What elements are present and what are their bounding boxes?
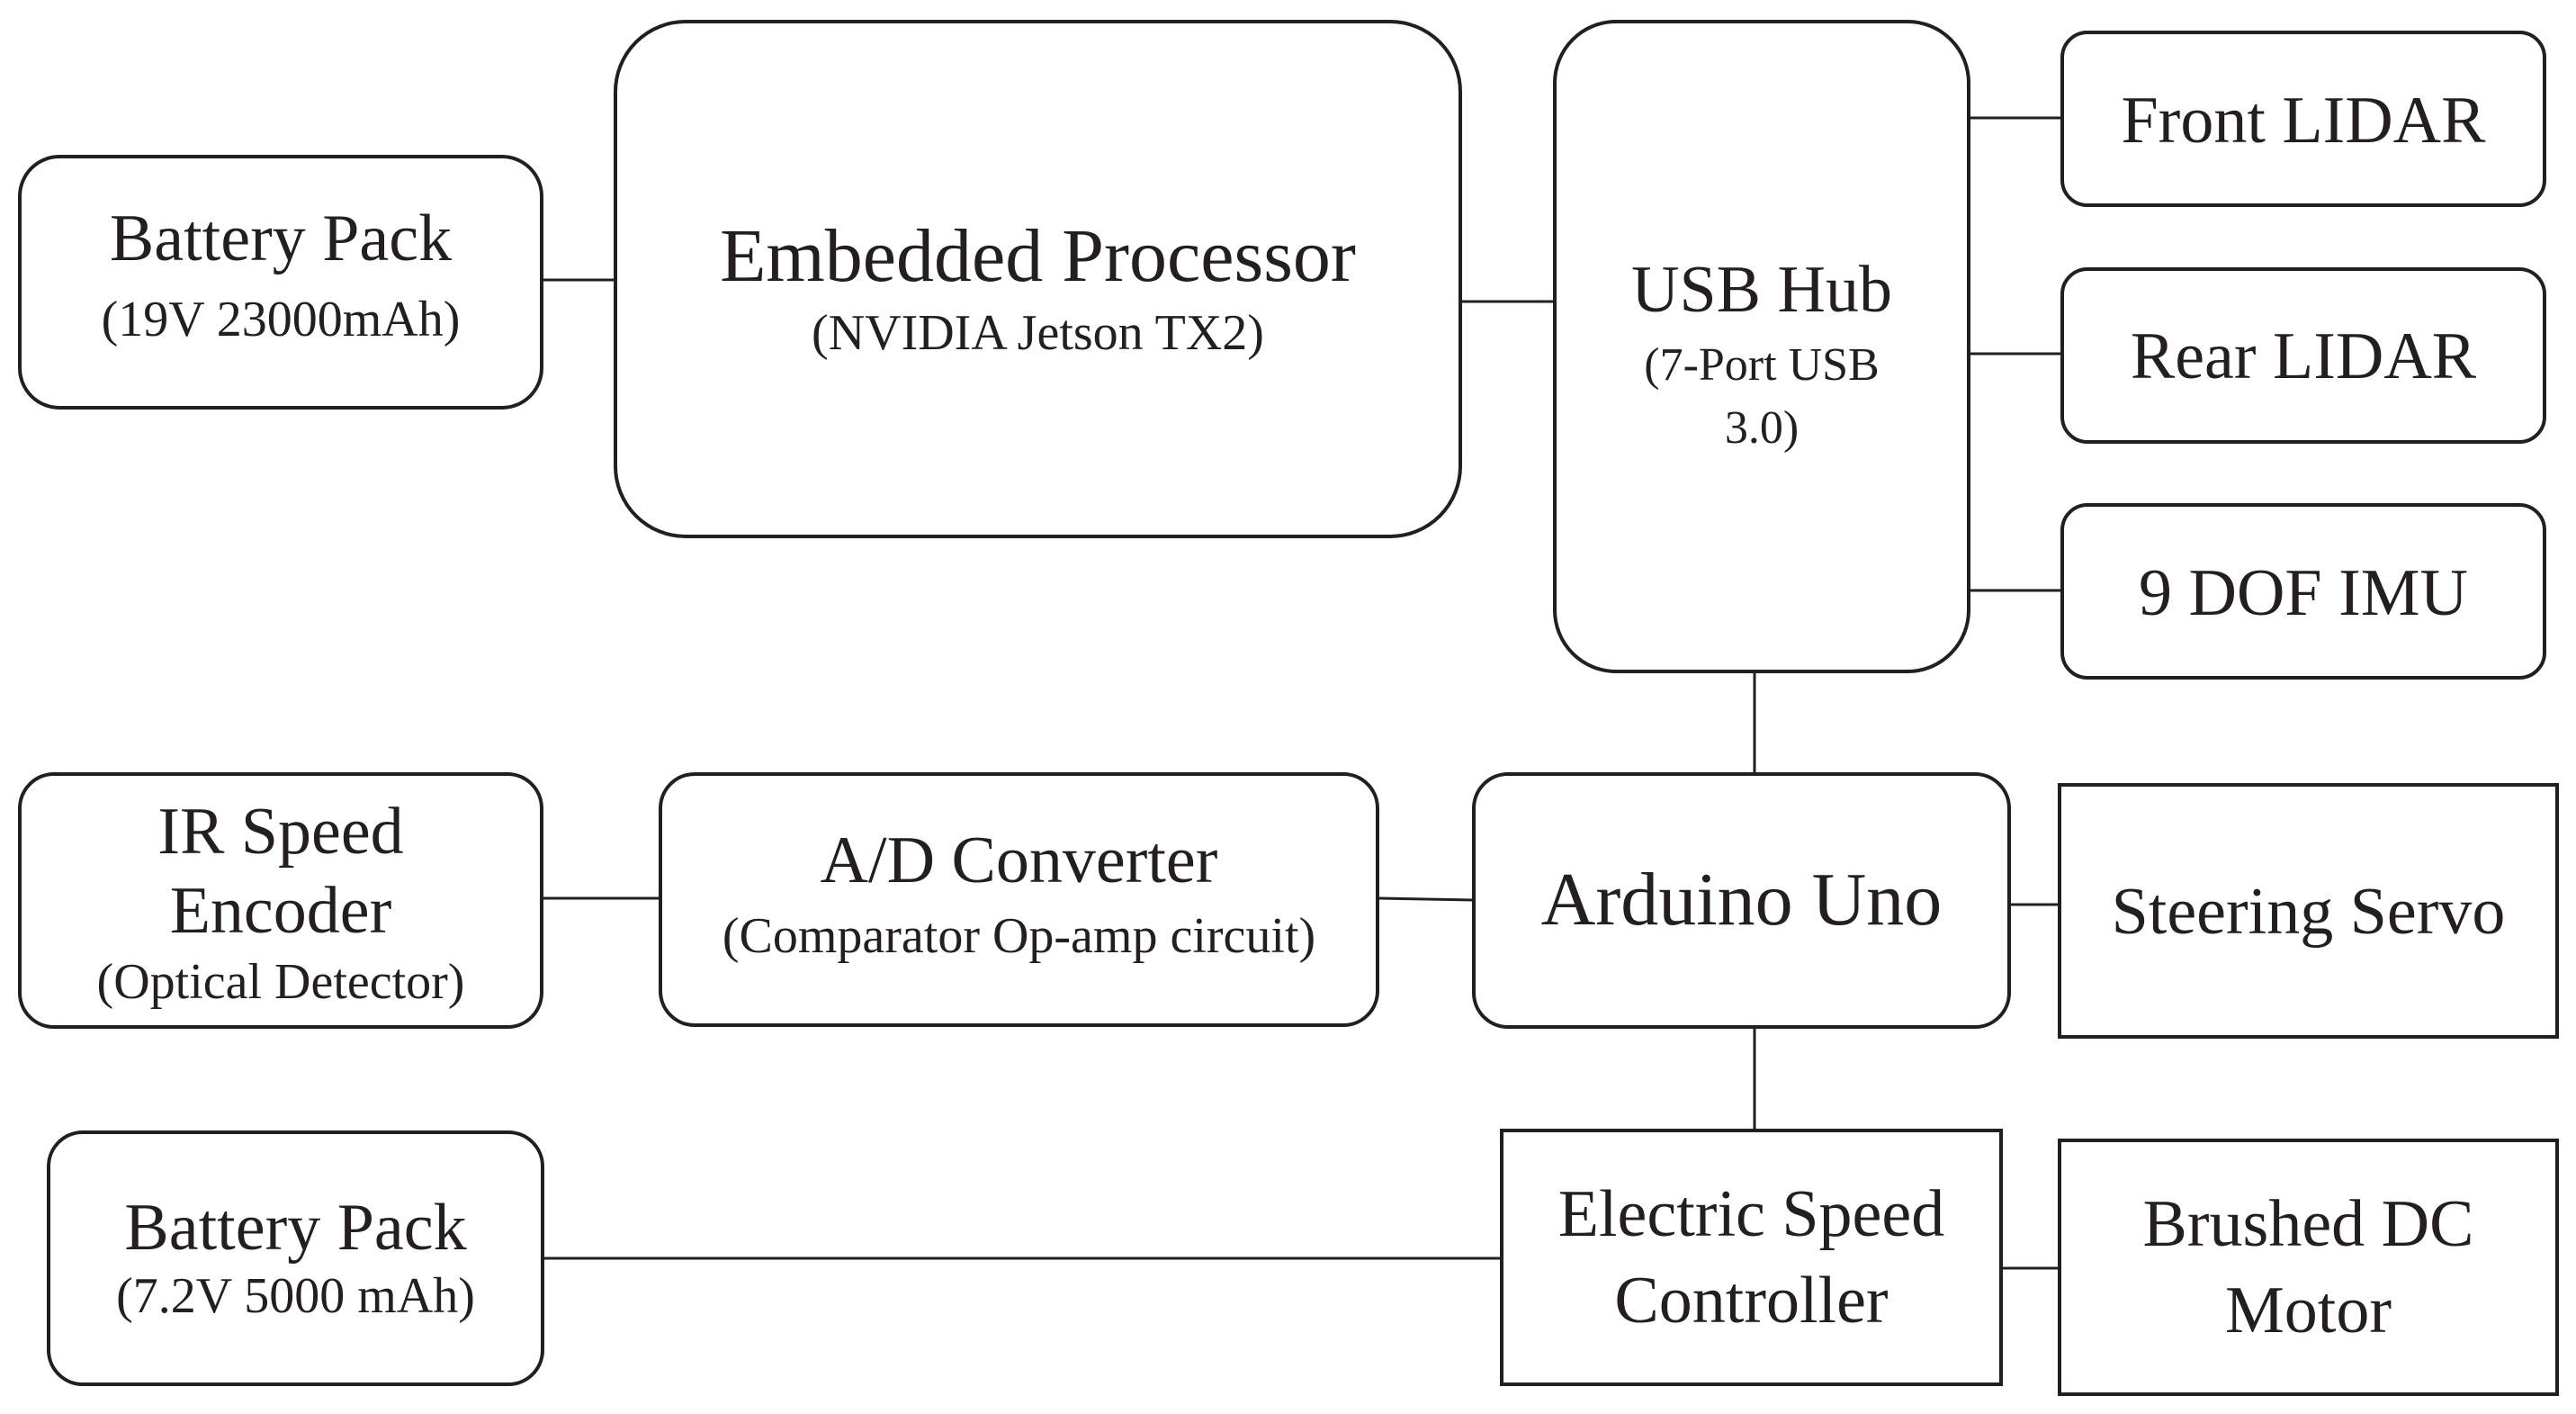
- steering-servo-block: Steering Servo: [2058, 783, 2559, 1039]
- brushed-dc-motor-block: Brushed DC Motor: [2058, 1139, 2559, 1396]
- battery-pack-main-block: Battery Pack (19V 23000mAh): [18, 155, 543, 410]
- ir-encoder-title-line1: IR Speed: [157, 795, 404, 869]
- embedded-processor-model: (NVIDIA Jetson TX2): [812, 305, 1264, 362]
- esc-title-line2: Controller: [1614, 1264, 1889, 1337]
- embedded-processor-block: Embedded Processor (NVIDIA Jetson TX2): [614, 20, 1462, 538]
- ir-speed-encoder-block: IR Speed Encoder (Optical Detector): [18, 772, 543, 1029]
- battery-pack-drive-block: Battery Pack (7.2V 5000 mAh): [47, 1130, 544, 1386]
- battery-pack-drive-title: Battery Pack: [124, 1190, 467, 1265]
- ir-encoder-detector: (Optical Detector): [96, 953, 465, 1010]
- embedded-processor-title: Embedded Processor: [720, 214, 1356, 298]
- ir-encoder-title-line2: Encoder: [169, 874, 392, 949]
- battery-pack-drive-spec: (7.2V 5000 mAh): [116, 1267, 475, 1324]
- esc-title-line1: Electric Speed: [1557, 1176, 1945, 1251]
- rear-lidar-title: Rear LIDAR: [2130, 320, 2477, 394]
- steering-servo-title: Steering Servo: [2111, 875, 2506, 950]
- usb-hub-title: USB Hub: [1631, 253, 1892, 327]
- usb-hub-spec-line2: 3.0): [1724, 402, 1800, 455]
- dc-motor-title-line2: Motor: [2225, 1274, 2392, 1347]
- front-lidar-block: Front LIDAR: [2060, 31, 2546, 207]
- arduino-uno-title: Arduino Uno: [1540, 858, 1943, 942]
- imu-title: 9 DOF IMU: [2139, 556, 2468, 631]
- imu-block: 9 DOF IMU: [2060, 503, 2546, 680]
- ad-converter-circuit: (Comparator Op-amp circuit): [722, 908, 1316, 965]
- front-lidar-title: Front LIDAR: [2121, 84, 2486, 158]
- electric-speed-controller-block: Electric Speed Controller: [1500, 1129, 2003, 1386]
- wire-ad-converter-to-arduino: [1378, 896, 1475, 902]
- dc-motor-title-line1: Brushed DC: [2142, 1186, 2474, 1261]
- arduino-uno-block: Arduino Uno: [1472, 772, 2011, 1029]
- usb-hub-block: USB Hub (7-Port USB 3.0): [1553, 20, 1970, 673]
- usb-hub-spec-line1: (7-Port USB: [1644, 339, 1880, 392]
- battery-pack-main-spec: (19V 23000mAh): [101, 292, 461, 348]
- ad-converter-title: A/D Converter: [820, 824, 1218, 898]
- rear-lidar-block: Rear LIDAR: [2060, 267, 2546, 444]
- ad-converter-block: A/D Converter (Comparator Op-amp circuit…: [659, 772, 1379, 1027]
- battery-pack-main-title: Battery Pack: [109, 202, 453, 276]
